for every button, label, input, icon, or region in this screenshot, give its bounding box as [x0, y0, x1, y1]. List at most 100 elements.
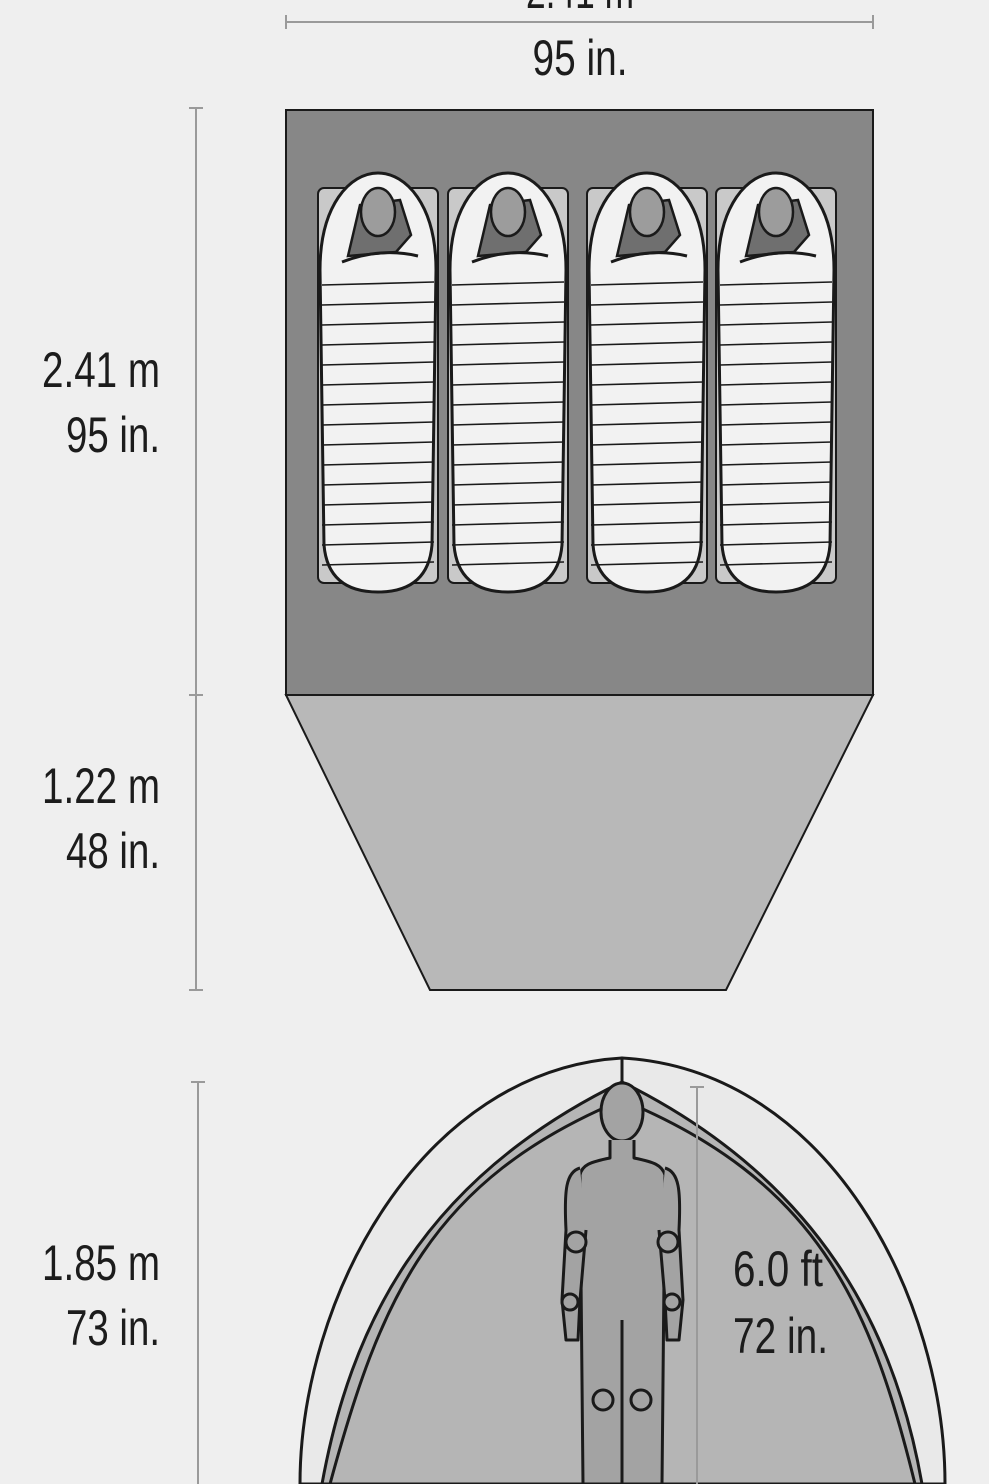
bag-hood-rim — [739, 251, 817, 264]
bag-baffle-line — [590, 301, 704, 306]
bag-baffle-line — [451, 361, 565, 366]
height-dimension-line — [191, 1081, 205, 1484]
bag-baffle-line — [719, 381, 833, 386]
bag-baffle-line — [451, 541, 565, 546]
bag-baffle-line — [590, 521, 704, 526]
length-dimension-line — [189, 107, 203, 991]
elbow-joint — [656, 1230, 680, 1254]
peak-height-label-in: 73 in. — [66, 1300, 160, 1356]
sleeper-head — [359, 186, 397, 238]
bag-baffle-line — [719, 521, 833, 526]
knee-joint — [591, 1388, 615, 1412]
length-label-m: 2.41 m — [42, 342, 160, 398]
bag-baffle-line — [451, 501, 565, 506]
vestibule-label-in: 48 in. — [66, 823, 160, 879]
bag-baffle-line — [451, 321, 565, 326]
bag-baffle-line — [321, 481, 435, 486]
bag-baffle-line — [590, 361, 704, 366]
bag-hood-rim — [471, 251, 549, 264]
bag-baffle-line — [451, 421, 565, 426]
bag-baffle-line — [719, 421, 833, 426]
width-label-m: 2.41 m — [526, 0, 634, 19]
vestibule-area — [284, 694, 875, 991]
bag-baffle-line — [719, 561, 833, 566]
bag-baffle-line — [590, 541, 704, 546]
bag-baffle-line — [719, 501, 833, 506]
bag-baffle-line — [451, 461, 565, 466]
bag-baffle-line — [321, 501, 435, 506]
sleeper — [586, 171, 708, 594]
sleeper-head — [628, 186, 666, 238]
sleeper — [317, 171, 439, 594]
bag-baffle-line — [451, 401, 565, 406]
sleeping-bag — [448, 171, 568, 594]
bag-baffle-line — [590, 561, 704, 566]
bag-baffle-line — [451, 301, 565, 306]
bag-baffle-line — [719, 361, 833, 366]
peak-height-label-m: 1.85 m — [42, 1235, 160, 1291]
bag-baffle-line — [321, 301, 435, 306]
knee-joint — [629, 1388, 653, 1412]
sleeper-head — [757, 186, 795, 238]
bag-baffle-line — [321, 341, 435, 346]
bag-baffle-line — [451, 481, 565, 486]
sleeper — [447, 171, 569, 594]
bag-baffle-line — [719, 301, 833, 306]
bag-baffle-line — [321, 401, 435, 406]
person-figure — [560, 1081, 685, 1484]
bag-baffle-line — [719, 441, 833, 446]
bag-baffle-line — [451, 341, 565, 346]
bag-baffle-line — [321, 381, 435, 386]
bag-baffle-line — [321, 281, 435, 286]
bag-baffle-line — [590, 341, 704, 346]
bag-baffle-line — [590, 461, 704, 466]
bag-baffle-line — [321, 321, 435, 326]
bag-baffle-line — [719, 281, 833, 286]
width-label-in: 95 in. — [533, 30, 628, 86]
person-height-label-in: 72 in. — [733, 1308, 828, 1364]
bag-hood-rim — [341, 251, 419, 264]
bag-baffle-line — [451, 281, 565, 286]
bag-baffle-line — [590, 321, 704, 326]
sleeper — [715, 171, 837, 594]
sleeping-bag — [587, 171, 707, 594]
bag-baffle-line — [719, 341, 833, 346]
bag-baffle-line — [321, 461, 435, 466]
bag-baffle-line — [321, 541, 435, 546]
bag-baffle-line — [321, 361, 435, 366]
bag-baffle-line — [590, 281, 704, 286]
bag-baffle-line — [719, 321, 833, 326]
width-dimension-line — [285, 15, 874, 29]
vestibule-label-m: 1.22 m — [42, 758, 160, 814]
bag-baffle-line — [451, 521, 565, 526]
elbow-joint — [564, 1230, 588, 1254]
sleeper-head — [489, 186, 527, 238]
bag-baffle-line — [719, 401, 833, 406]
bag-hood-rim — [610, 251, 688, 264]
bag-baffle-line — [321, 421, 435, 426]
bag-baffle-line — [451, 441, 565, 446]
bag-baffle-line — [590, 421, 704, 426]
length-label-in: 95 in. — [66, 407, 160, 463]
bag-baffle-line — [719, 461, 833, 466]
bag-baffle-line — [590, 441, 704, 446]
bag-baffle-line — [719, 481, 833, 486]
bag-baffle-line — [590, 481, 704, 486]
bag-baffle-line — [451, 561, 565, 566]
sleepers-group — [317, 171, 837, 594]
bag-baffle-line — [590, 501, 704, 506]
bag-baffle-line — [321, 561, 435, 566]
person-head — [599, 1081, 645, 1143]
bag-baffle-line — [451, 381, 565, 386]
sleeping-bag — [716, 171, 836, 594]
bag-baffle-line — [719, 541, 833, 546]
wrist-joint — [662, 1292, 682, 1312]
bag-baffle-line — [321, 441, 435, 446]
sleeping-bag — [318, 171, 438, 594]
bag-baffle-line — [590, 381, 704, 386]
person-height-label-ft: 6.0 ft — [733, 1241, 823, 1297]
bag-baffle-line — [321, 521, 435, 526]
wrist-joint — [560, 1292, 580, 1312]
